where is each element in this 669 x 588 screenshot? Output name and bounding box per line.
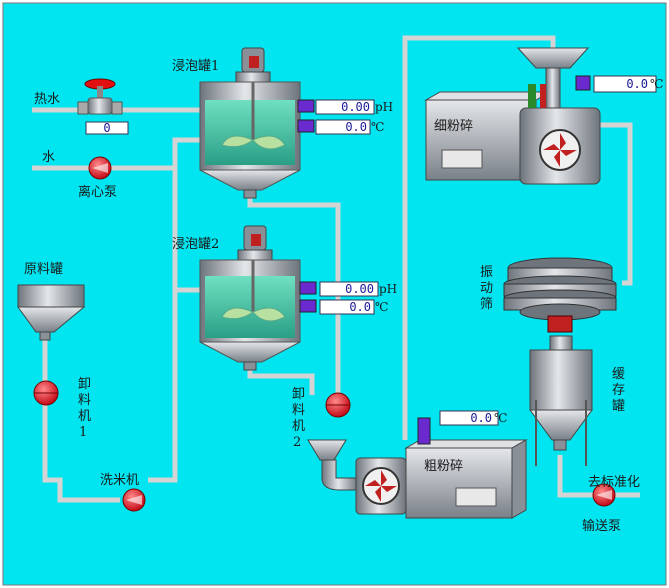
tank2-ph-box [319, 281, 379, 297]
svg-text:缓: 缓 [612, 367, 625, 382]
raw-material-tank-label: 原料罐 [24, 262, 63, 277]
tank1-sensors [297, 99, 315, 133]
tank2-temp-box [319, 299, 375, 315]
vibrating-screen[interactable] [503, 257, 617, 333]
hot-water-valve[interactable] [77, 78, 123, 115]
svg-text:存: 存 [612, 383, 625, 398]
tank1-temp-value: 0.0 [345, 120, 367, 134]
svg-text:料: 料 [292, 403, 305, 418]
coarse-temp-unit: ℃ [494, 411, 507, 425]
transfer-pump-label: 输送泵 [582, 518, 621, 534]
coarse-grinder[interactable] [307, 417, 528, 519]
tank2-ph-unit: pH [379, 282, 397, 296]
svg-text:1: 1 [79, 425, 87, 440]
buffer-tank-label: 缓 存 罐 [612, 367, 625, 414]
svg-text:筛: 筛 [480, 297, 493, 312]
hot-water-valve-readout: 0 [103, 121, 110, 135]
coarse-temp-box [439, 410, 499, 426]
hot-water-label: 热水 [34, 92, 60, 107]
soak-tank-1[interactable] [199, 47, 301, 199]
unloader-2-label: 卸 料 机 2 [292, 386, 305, 450]
tank1-ph-box [315, 99, 375, 115]
hot-water-valve-readout-box [85, 121, 129, 135]
svg-text:卸: 卸 [78, 376, 91, 392]
tank1-temp-box [315, 119, 371, 135]
centrifugal-pump[interactable] [88, 156, 112, 180]
svg-text:机: 机 [78, 409, 91, 424]
rice-washer[interactable] [122, 488, 146, 512]
transfer-pump[interactable] [592, 483, 616, 507]
svg-text:机: 机 [292, 419, 305, 434]
svg-text:料: 料 [78, 393, 91, 408]
tank2-temp-unit: ℃ [375, 300, 388, 314]
buffer-tank[interactable] [529, 335, 593, 466]
svg-text:罐: 罐 [612, 399, 625, 414]
fine-grinder[interactable] [424, 47, 601, 185]
svg-text:振: 振 [480, 265, 493, 280]
soak-tank-2-label: 浸泡罐2 [172, 237, 219, 252]
centrifugal-pump-label: 离心泵 [78, 184, 117, 200]
water-label: 水 [42, 150, 55, 165]
coarse-temp-value: 0.0 [470, 411, 492, 425]
tank1-ph-value: 0.00 [341, 100, 370, 114]
fine-temp-unit: ℃ [650, 77, 663, 91]
coarse-grinder-label: 粗粉碎 [424, 459, 463, 474]
tank2-ph-value: 0.00 [345, 282, 374, 296]
unloader-1-label: 卸 料 机 1 [78, 376, 91, 440]
fine-temp-value: 0.0 [626, 77, 648, 91]
svg-text:卸: 卸 [292, 386, 305, 402]
svg-text:动: 动 [480, 281, 493, 296]
soak-tank-1-label: 浸泡罐1 [172, 59, 219, 74]
raw-material-tank[interactable] [17, 284, 86, 341]
tank2-temp-value: 0.0 [349, 300, 371, 314]
tank1-ph-unit: pH [375, 100, 393, 114]
unloader-1[interactable] [33, 380, 59, 406]
soak-tank-2[interactable] [199, 225, 301, 371]
fine-temp-box [593, 75, 657, 93]
unloader-2[interactable] [325, 392, 351, 418]
svg-text:2: 2 [293, 435, 301, 450]
to-standardize-label: 去标准化 [588, 475, 640, 490]
vibrating-screen-label: 振 动 筛 [480, 265, 493, 312]
tank2-sensors [299, 281, 317, 313]
fine-grinder-label: 细粉碎 [434, 119, 473, 134]
rice-washer-label: 洗米机 [100, 473, 139, 488]
tank1-temp-unit: ℃ [371, 120, 384, 134]
